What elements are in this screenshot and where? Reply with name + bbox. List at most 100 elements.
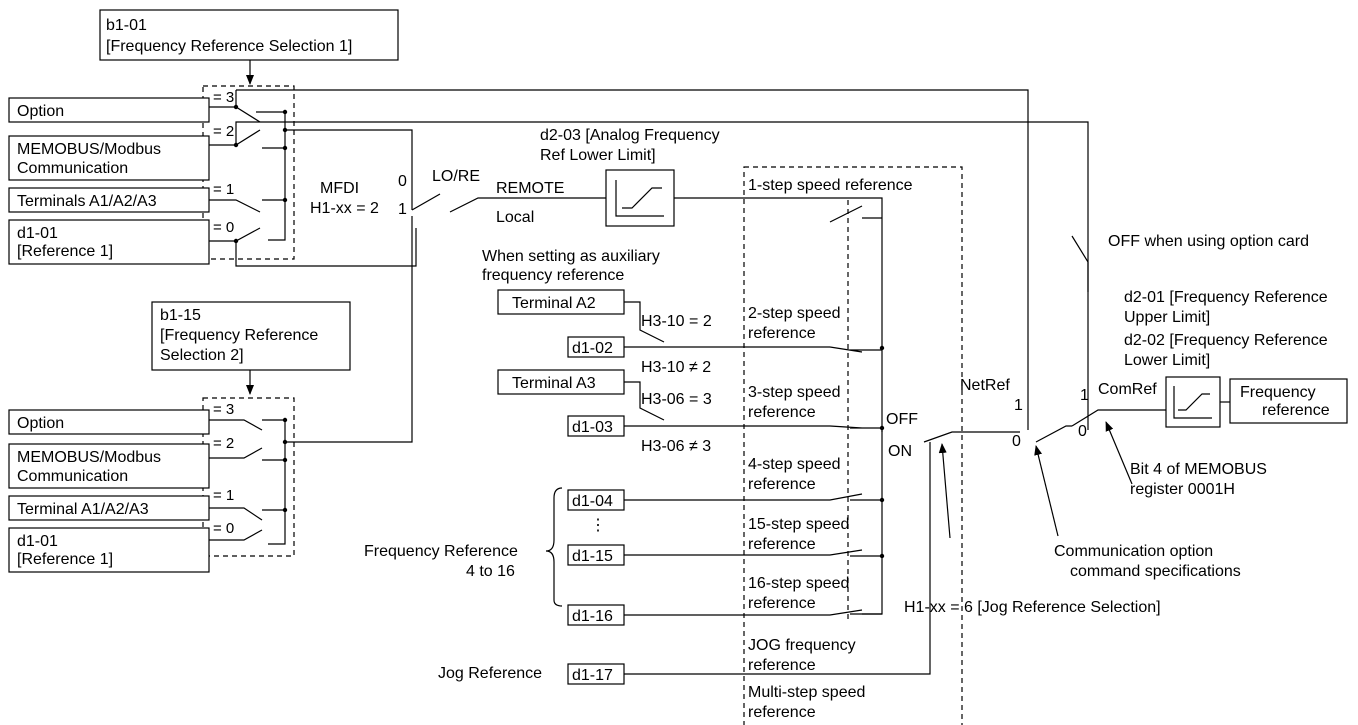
netref-switch xyxy=(1035,425,1072,443)
netref-one: 1 xyxy=(1014,397,1023,414)
d116-label: d1-16 xyxy=(572,608,613,625)
jog-switch xyxy=(881,428,1020,443)
terminal-a2-box xyxy=(497,289,625,315)
step15-node xyxy=(879,553,885,559)
comm-option-arrow xyxy=(1034,445,1059,537)
source2-communication-label: Communication xyxy=(17,468,128,485)
multi-step-label-2: reference xyxy=(748,704,816,721)
multi-step-label-1: Multi-step speed xyxy=(748,684,865,701)
source2-ref1-label: [Reference 1] xyxy=(17,551,113,568)
source2-terminals-label: Terminal A1/A2/A3 xyxy=(17,501,149,518)
step16-label-1: 16-step speed xyxy=(748,575,849,592)
step15-label-2: reference xyxy=(748,536,816,553)
d102-label: d1-02 xyxy=(572,340,613,357)
option-card-switch xyxy=(1071,235,1089,292)
d203-label-1: d2-03 [Analog Frequency xyxy=(540,127,720,144)
source2-option-label: Option xyxy=(17,415,64,432)
source2-d101-label: d1-01 xyxy=(17,533,58,550)
step2-contact xyxy=(829,346,882,353)
bit4-label-1: Bit 4 of MEMOBUS xyxy=(1130,461,1267,478)
terminal-a2-label: Terminal A2 xyxy=(512,295,596,312)
selector1-switch xyxy=(209,90,417,267)
h310-neq: H3-10 ≠ 2 xyxy=(641,359,711,376)
off-option-label: OFF when using option card xyxy=(1108,233,1309,250)
off-label: OFF xyxy=(886,411,918,428)
d201-limiter-block xyxy=(1165,376,1221,428)
local-label: Local xyxy=(496,209,534,226)
sel2-eq3: = 3 xyxy=(213,401,234,418)
remote-label: REMOTE xyxy=(496,180,564,197)
step3-label-2: reference xyxy=(748,404,816,421)
comref-switch xyxy=(1071,409,1166,427)
d117-label: d1-17 xyxy=(572,667,613,684)
sel1-eq3: = 3 xyxy=(213,89,234,106)
step4-node xyxy=(879,497,885,503)
sel1-eq2: = 2 xyxy=(213,123,234,140)
step2-label-1: 2-step speed xyxy=(748,305,841,322)
sel2-eq1: = 1 xyxy=(213,487,234,504)
selection1-name: [Frequency Reference Selection 1] xyxy=(106,38,352,55)
step1-label: 1-step speed reference xyxy=(748,177,913,194)
step15-wiring xyxy=(624,549,882,557)
selection2-code: b1-15 xyxy=(160,307,201,324)
h310-path xyxy=(624,301,665,343)
source2-memobus-box xyxy=(8,443,210,489)
aux-label-1: When setting as auxiliary xyxy=(482,248,660,265)
netref-zero: 0 xyxy=(1012,433,1021,450)
frequency-reference-output-box xyxy=(1229,378,1348,424)
lore-label: LO/RE xyxy=(432,168,480,185)
vertical-ellipsis: ⋮ xyxy=(590,517,606,534)
freq-ref-416-line1: Frequency Reference xyxy=(364,543,518,560)
sel2-eq2: = 2 xyxy=(213,435,234,452)
d202-label-2: Lower Limit] xyxy=(1124,352,1210,369)
multi-step-dashed-frame xyxy=(743,166,963,725)
sel1-eq1: = 1 xyxy=(213,181,234,198)
jog-freq-label-1: JOG frequency xyxy=(748,637,856,654)
output-label-1: Frequency xyxy=(1240,384,1316,401)
h310-eq: H3-10 = 2 xyxy=(641,313,712,330)
sel2-eq0: = 0 xyxy=(213,520,234,537)
d202-label-1: d2-02 [Frequency Reference xyxy=(1124,332,1328,349)
step3-contact xyxy=(829,425,882,429)
freq-ref-brace xyxy=(545,487,563,607)
mfdi-switch xyxy=(411,193,441,211)
mfdi-one: 1 xyxy=(398,201,407,218)
step1-contact xyxy=(829,205,863,223)
d203-label-2: Ref Lower Limit] xyxy=(540,147,656,164)
jog-reference-label: Jog Reference xyxy=(438,665,542,682)
comm-option-label-1: Communication option xyxy=(1054,543,1213,560)
speed-ref-bus xyxy=(674,197,883,580)
source1-terminals-label: Terminals A1/A2/A3 xyxy=(17,193,157,210)
jog-freq-label-2: reference xyxy=(748,657,816,674)
selection2-box: b1-15 [Frequency Reference Selection 2] xyxy=(151,301,351,371)
selection1-box: b1-01 [Frequency Reference Selection 1] xyxy=(99,9,399,61)
selection1-code: b1-01 xyxy=(106,17,147,34)
selection2-name-1: [Frequency Reference xyxy=(160,327,318,344)
h1xx6-label: H1-xx = 6 [Jog Reference Selection] xyxy=(904,599,1161,616)
jog-line xyxy=(624,442,931,675)
source1-option-label: Option xyxy=(17,103,64,120)
source1-terminals-box xyxy=(8,187,210,213)
bit4-label-2: register 0001H xyxy=(1130,481,1235,498)
d201-label-1: d2-01 [Frequency Reference xyxy=(1124,289,1328,306)
source2-option-box xyxy=(8,409,210,435)
d104-label: d1-04 xyxy=(572,493,613,510)
step4-wiring xyxy=(624,493,882,501)
netref-label: NetRef xyxy=(960,377,1010,394)
source2-d101-box xyxy=(8,527,210,573)
h306-neq: H3-06 ≠ 3 xyxy=(641,438,711,455)
source1-option-box xyxy=(8,97,210,123)
source1-d101-label: d1-01 xyxy=(17,225,58,242)
step4-label-1: 4-step speed xyxy=(748,456,841,473)
aux-label-2: frequency reference xyxy=(482,267,624,284)
source1-ref1-label: [Reference 1] xyxy=(17,243,113,260)
step3-label-1: 3-step speed xyxy=(748,384,841,401)
on-label: ON xyxy=(888,443,912,460)
comref-label: ComRef xyxy=(1098,381,1157,398)
source1-memobus-label: MEMOBUS/Modbus xyxy=(17,141,161,158)
jog-selection-arrow xyxy=(938,443,951,539)
selector2-switch xyxy=(209,216,413,545)
source2-memobus-label: MEMOBUS/Modbus xyxy=(17,449,161,466)
